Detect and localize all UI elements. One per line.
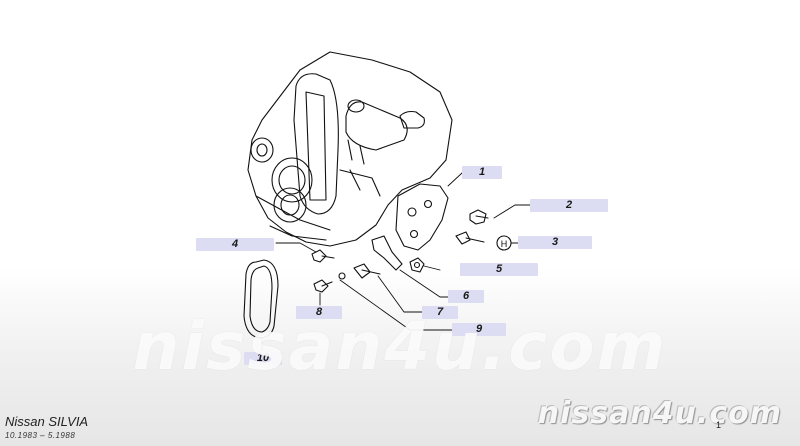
adjusting-bar — [371, 235, 403, 271]
production-dates: 10.1983 – 5.1988 — [5, 431, 76, 440]
bolt-marker: H — [501, 239, 508, 249]
callout-10[interactable]: 10 — [244, 352, 282, 365]
bolt-part-4 — [311, 249, 335, 263]
engine-block — [247, 51, 453, 247]
callout-1[interactable]: 1 — [462, 166, 502, 179]
callout-7[interactable]: 7 — [422, 306, 458, 319]
alternator-bracket — [395, 183, 449, 251]
page-number: 1 — [716, 420, 722, 430]
brand-watermark: nissan4u.com — [537, 396, 782, 431]
callout-8[interactable]: 8 — [296, 306, 342, 319]
callout-5[interactable]: 5 — [460, 263, 538, 276]
water-outlet — [345, 101, 408, 151]
bolt-part-2 — [469, 209, 489, 225]
callout-9[interactable]: 9 — [452, 323, 506, 336]
model-name: Nissan SILVIA — [5, 414, 89, 429]
nut-part-5 — [409, 257, 425, 273]
belt-cover — [293, 73, 339, 215]
bolt-part-8 — [313, 272, 346, 293]
idler-pulley — [250, 137, 274, 163]
callout-2[interactable]: 2 — [530, 199, 608, 212]
spacer-part-7 — [353, 263, 381, 279]
callout-4[interactable]: 4 — [196, 238, 274, 251]
watermark: nissan4u.com — [132, 308, 668, 385]
leader-lines — [261, 172, 531, 351]
callout-3[interactable]: 3 — [518, 236, 592, 249]
crank-pulley — [271, 157, 313, 223]
callout-6[interactable]: 6 — [448, 290, 484, 303]
